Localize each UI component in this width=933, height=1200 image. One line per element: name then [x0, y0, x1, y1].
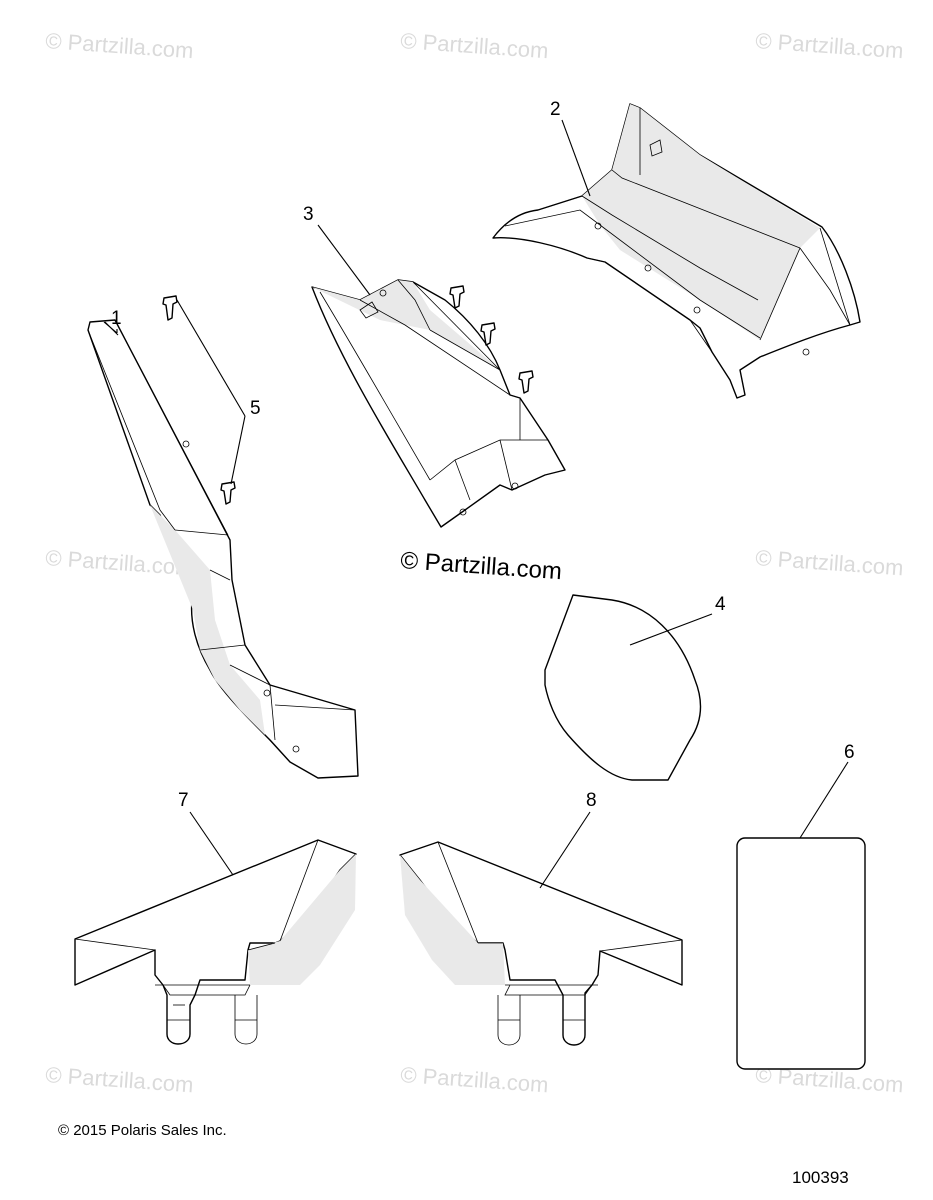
part-6-decal [736, 837, 866, 1070]
watermark-mid-right: © Partzilla.com [755, 545, 905, 580]
part-5-push-rivets [162, 285, 534, 505]
part-3-center-panel [311, 279, 566, 528]
part-1-side-panel [87, 319, 359, 779]
watermark-center: © Partzilla.com [400, 547, 563, 585]
leader-7 [189, 811, 234, 876]
leader-2 [561, 119, 591, 197]
callout-1: 1 [111, 308, 122, 329]
part-2-dash-panel [492, 103, 861, 399]
rivet-3 [449, 285, 465, 309]
callout-4: 4 [715, 594, 726, 615]
leader-3 [317, 224, 371, 296]
callout-8: 8 [586, 790, 597, 811]
copyright-notice: © 2015 Polaris Sales Inc. [58, 1122, 227, 1139]
watermark-bottom-left: © Partzilla.com [45, 1062, 195, 1097]
rivet-5 [518, 370, 534, 394]
watermark-top-left: © Partzilla.com [45, 28, 195, 63]
leader-4 [629, 613, 713, 646]
part-8-deflector [399, 841, 683, 1046]
callout-3: 3 [303, 204, 314, 225]
callout-6: 6 [844, 742, 855, 763]
leader-5b [230, 415, 246, 485]
part-7-deflector [74, 839, 357, 1045]
rivet-1 [162, 295, 178, 321]
leader-8 [539, 811, 591, 889]
leader-1-main [104, 321, 119, 336]
leader-5a [176, 299, 246, 417]
watermark-top-center: © Partzilla.com [400, 28, 550, 63]
rivet-2 [220, 481, 236, 505]
callout-5: 5 [250, 398, 261, 419]
leader-6 [799, 761, 849, 839]
leader-lines [103, 119, 849, 889]
watermark-bottom-center: © Partzilla.com [400, 1062, 550, 1097]
rivet-4 [480, 322, 496, 346]
drawing-number: 100393 [792, 1168, 849, 1187]
watermark-top-right: © Partzilla.com [755, 28, 905, 63]
callout-2: 2 [550, 99, 561, 120]
callout-7: 7 [178, 790, 189, 811]
part-4-decal [544, 594, 702, 781]
